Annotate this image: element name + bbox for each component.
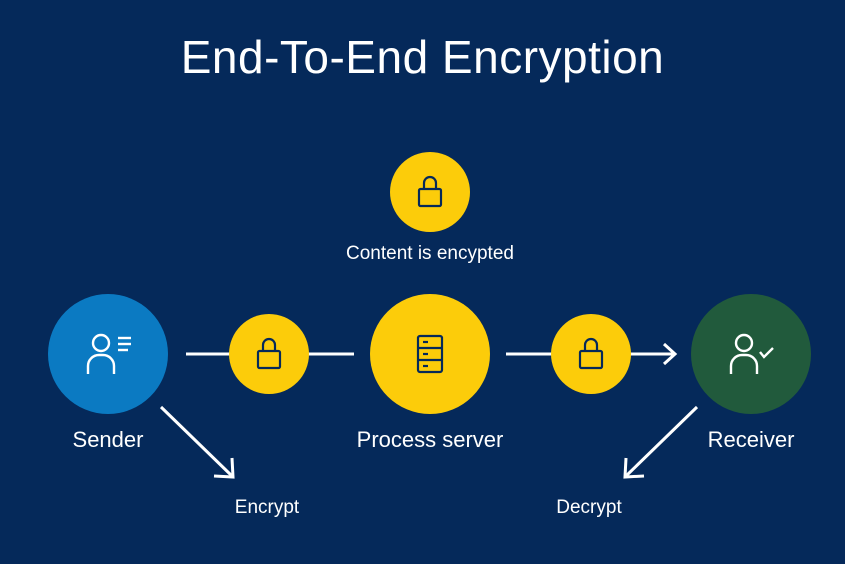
- server-label: Process server: [356, 427, 504, 452]
- lock-icon: [256, 337, 282, 370]
- server-node: [370, 294, 490, 414]
- sender-label: Sender: [72, 427, 144, 452]
- lock-icon: [578, 337, 604, 370]
- page-title: End-To-End Encryption: [180, 31, 665, 83]
- receiver-node: [691, 294, 811, 414]
- sender-node: [48, 294, 168, 414]
- lock-icon: [417, 175, 443, 208]
- decrypt-label: Decrypt: [556, 497, 622, 518]
- lock-to-receiver-arrow: [630, 342, 678, 366]
- encrypt-label: Encrypt: [234, 497, 300, 518]
- user-check-icon: [729, 333, 774, 374]
- top-lock-caption: Content is encypted: [346, 243, 514, 264]
- user-list-icon: [86, 333, 131, 374]
- decrypt-arrow: [623, 405, 699, 479]
- receiver-label: Receiver: [707, 427, 795, 452]
- left-lock-node: [229, 314, 309, 394]
- server-icon: [416, 334, 444, 374]
- encrypt-arrow: [159, 405, 235, 479]
- top-lock-node: [390, 152, 470, 232]
- right-lock-node: [551, 314, 631, 394]
